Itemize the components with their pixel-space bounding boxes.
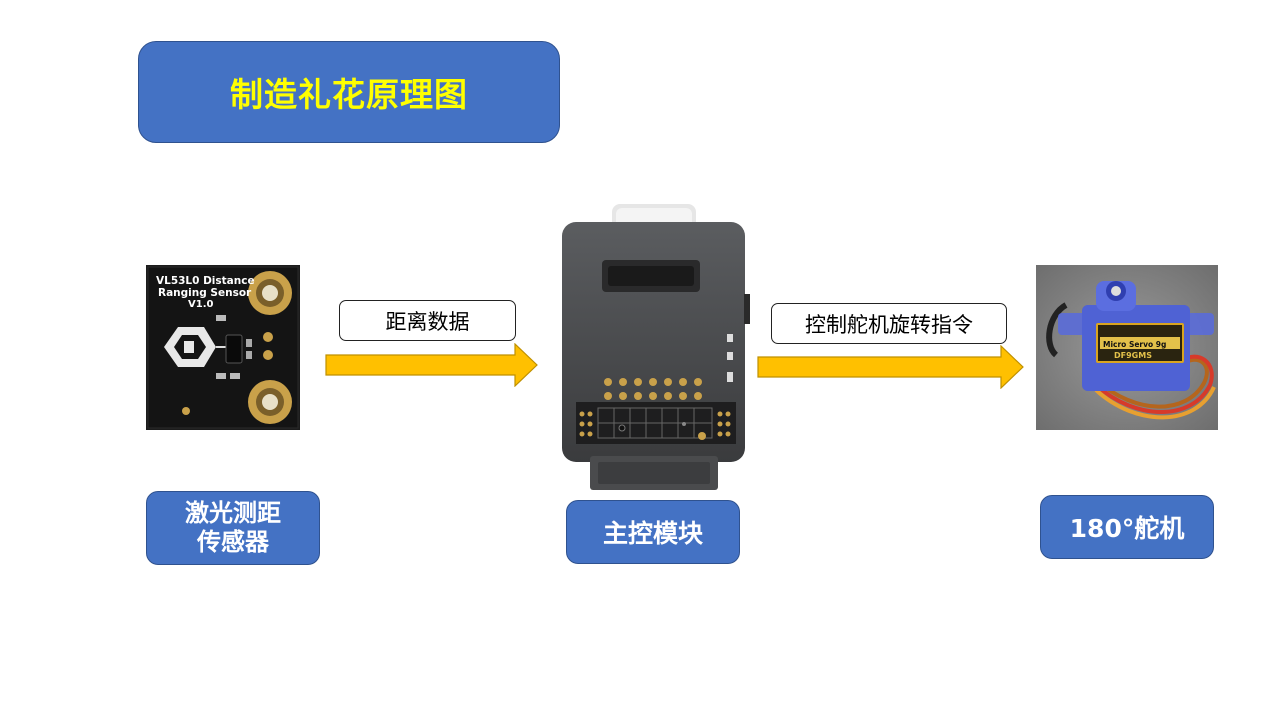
flow-arrow-sensor-to-main [325,342,539,391]
node-label-main-controller: 主控模块 [566,500,740,564]
diagram-title-box: 制造礼花原理图 [138,41,560,143]
node-label-servo: 180°舵机 [1040,495,1214,559]
node-label-laser-sensor: 激光测距 传感器 [146,491,320,565]
node-label-main-controller-text: 主控模块 [602,519,703,548]
sensor-board-text-1: VL53L0 Distance [156,275,255,287]
edge-label-distance-data: 距离数据 [339,300,516,341]
servo-sticker-text-1: Micro Servo 9g [1103,340,1166,349]
edge-label-servo-command: 控制舵机旋转指令 [771,303,1007,344]
node-label-laser-sensor-line2: 传感器 [197,528,269,556]
servo-sticker-text-2: DF9GMS [1114,351,1152,360]
main-controller-image [562,204,750,496]
laser-sensor-image: VL53L0 Distance Ranging Sensor V1.0 [146,265,300,434]
sensor-board-text-3: V1.0 [188,299,213,310]
diagram-title: 制造礼花原理图 [230,75,468,114]
servo-motor-image: Micro Servo 9g DF9GMS [1036,265,1218,434]
sensor-board-text-2: Ranging Sensor [158,287,252,299]
node-label-servo-text: 180°舵机 [1069,514,1185,543]
flow-arrow-main-to-servo [757,344,1025,393]
node-label-laser-sensor-line1: 激光测距 [185,499,281,527]
